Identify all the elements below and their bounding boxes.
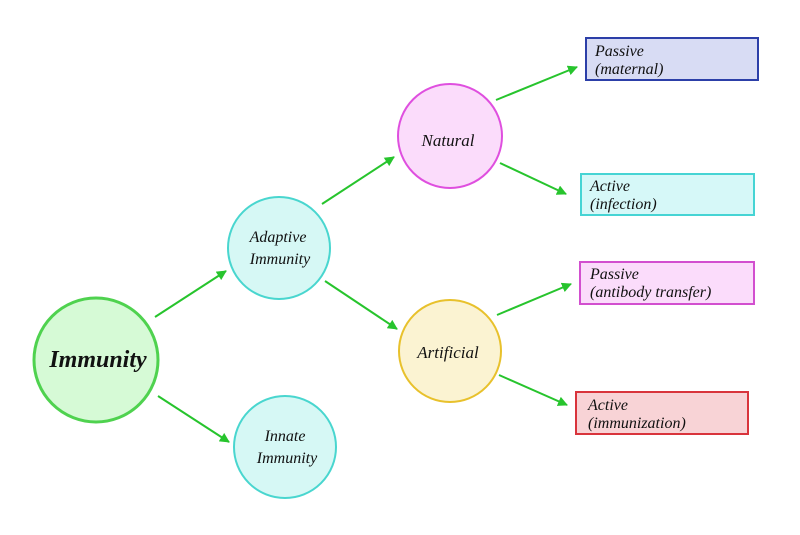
box-passive-antibody-rect (579, 261, 755, 305)
node-innate-line-1: Innate (264, 428, 306, 445)
node-artificial-line-1: Artificial (416, 343, 479, 362)
node-natural-circle (397, 83, 503, 189)
arrows (154, 65, 578, 443)
node-artificial-label: Artificial (416, 343, 479, 362)
node-immunity-line-1: Immunity (48, 347, 147, 373)
box-active-immunization-line-1: Active (587, 397, 628, 414)
box-active-immunization-label: Active (immunization) (587, 397, 686, 432)
arrow-natural-to-active-infection (499, 162, 567, 195)
node-artificial-circle (398, 299, 502, 403)
node-adaptive-line-1: Adaptive (249, 229, 307, 246)
box-passive-maternal-line-1: Passive (594, 43, 644, 60)
node-immunity-circle (32, 296, 160, 424)
arrow-adaptive-to-artificial (324, 280, 398, 330)
box-passive-maternal-label: Passive (maternal) (594, 43, 663, 78)
box-active-immunization-line-2: (immunization) (588, 415, 686, 432)
box-passive-maternal-rect (585, 37, 759, 81)
arrow-immunity-to-innate (157, 395, 230, 443)
node-innate-circle (233, 395, 337, 499)
box-active-infection: Active (infection) (580, 173, 755, 216)
arrow-adaptive-to-natural (321, 156, 395, 205)
box-active-immunization: Active (immunization) (575, 391, 749, 435)
node-innate-immunity: Innate Immunity (233, 395, 337, 499)
arrow-immunity-to-adaptive (154, 270, 227, 318)
node-natural: Natural (397, 83, 503, 189)
box-passive-maternal-line-2: (maternal) (595, 61, 663, 78)
box-passive-antibody-transfer: Passive (antibody transfer) (579, 261, 755, 305)
node-immunity: Immunity (32, 296, 160, 424)
arrow-artificial-to-active-immunization (498, 374, 568, 406)
node-adaptive-line-2: Immunity (249, 251, 311, 268)
node-artificial: Artificial (398, 299, 502, 403)
node-immunity-label: Immunity (48, 347, 147, 373)
box-passive-antibody-label: Passive (antibody transfer) (589, 266, 711, 301)
box-active-infection-rect (580, 173, 755, 216)
node-natural-line-1: Natural (421, 131, 475, 150)
box-active-immunization-rect (575, 391, 749, 435)
node-adaptive-immunity: Adaptive Immunity (227, 196, 331, 300)
box-active-infection-line-1: Active (589, 178, 630, 195)
arrow-artificial-to-passive-antibody (496, 282, 572, 316)
node-innate-label: Innate Immunity (256, 428, 318, 467)
arrow-natural-to-passive-maternal (495, 65, 578, 101)
box-passive-antibody-line-2: (antibody transfer) (590, 284, 711, 301)
node-innate-line-2: Immunity (256, 450, 318, 467)
node-natural-label: Natural (421, 131, 475, 150)
node-adaptive-circle (227, 196, 331, 300)
box-active-infection-label: Active (infection) (589, 178, 657, 213)
box-passive-maternal: Passive (maternal) (585, 37, 759, 81)
node-adaptive-label: Adaptive Immunity (249, 229, 312, 268)
box-passive-antibody-line-1: Passive (589, 266, 639, 283)
box-active-infection-line-2: (infection) (590, 196, 657, 213)
